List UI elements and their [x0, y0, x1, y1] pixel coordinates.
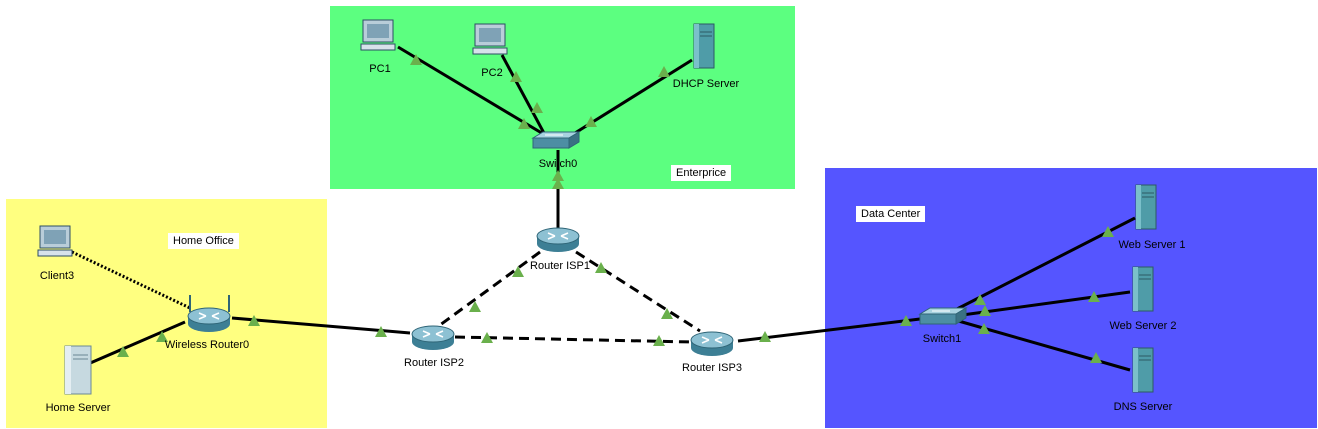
- home-server-label: Home Server: [45, 402, 111, 414]
- dhcp-server-label: DHCP Server: [672, 78, 740, 90]
- web-server-2-icon[interactable]: [1132, 266, 1154, 312]
- data-center-label: Data Center: [856, 206, 926, 222]
- client3-label: Client3: [39, 270, 75, 282]
- pc1-label: PC1: [369, 63, 391, 75]
- switch0-label: Switch0: [538, 158, 578, 170]
- dns-server-label: DNS Server: [1113, 401, 1173, 413]
- router-isp2-label: Router ISP2: [404, 357, 464, 369]
- switch0-icon[interactable]: [532, 131, 580, 149]
- web-server-1-icon[interactable]: [1135, 184, 1157, 230]
- client3-icon[interactable]: [37, 225, 73, 257]
- dhcp-server-icon[interactable]: [693, 23, 715, 69]
- home-server-icon[interactable]: [64, 345, 92, 395]
- dns-server-icon[interactable]: [1132, 347, 1154, 393]
- enterprise-zone: [330, 6, 795, 189]
- pc1-icon[interactable]: [360, 19, 396, 51]
- cables: [87, 45, 1136, 372]
- router-isp1-label: Router ISP1: [530, 260, 590, 272]
- router-isp3-icon[interactable]: [690, 331, 734, 357]
- pc2-label: PC2: [481, 67, 503, 79]
- pc2-icon[interactable]: [472, 23, 508, 55]
- router-isp1-icon[interactable]: [536, 227, 580, 253]
- router-isp3-label: Router ISP3: [682, 362, 742, 374]
- wireless-router0-icon[interactable]: [187, 295, 231, 333]
- home-office-label: Home Office: [168, 233, 239, 249]
- isp-dashed-links: [439, 250, 701, 344]
- switch1-icon[interactable]: [919, 307, 967, 325]
- web-server-1-label: Web Server 1: [1118, 239, 1186, 251]
- wireless-router0-label: Wireless Router0: [164, 339, 250, 351]
- enterprise-label: Enterprice: [671, 165, 732, 181]
- switch1-label: Switch1: [922, 333, 962, 345]
- router-isp2-icon[interactable]: [411, 325, 455, 351]
- web-server-2-label: Web Server 2: [1109, 320, 1177, 332]
- wireless-link: [71, 250, 191, 310]
